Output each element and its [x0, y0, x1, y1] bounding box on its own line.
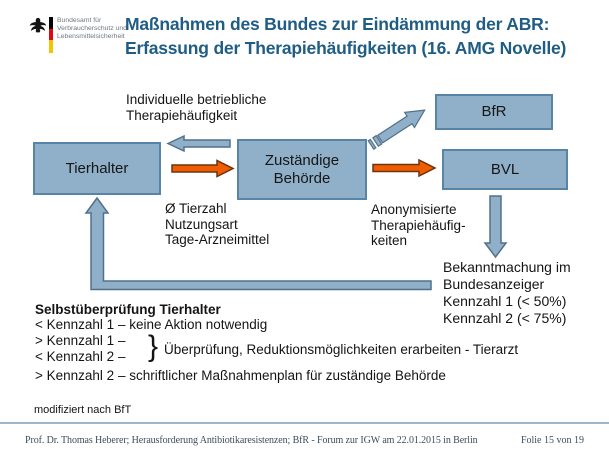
- selfcheck-line1: < Kennzahl 1 – keine Aktion notwendig: [35, 317, 268, 332]
- slide-title: Maßnahmen des Bundes zur Eindämmung der …: [125, 12, 566, 60]
- label-line: Kennzahl 2 (< 75%): [443, 310, 567, 326]
- arrow-bvl-to-bekanntmachung-icon: [483, 195, 508, 259]
- agency-name-line: Verbraucherschutz und: [57, 25, 127, 33]
- selfcheck-line4: > Kennzahl 2 – schriftlicher Maßnahmenpl…: [35, 367, 446, 383]
- slide-title-line1: Maßnahmen des Bundes zur Eindämmung der …: [125, 14, 550, 34]
- behoerde-label-line1: Zuständige: [264, 151, 340, 169]
- selfcheck-line3: < Kennzahl 2 –: [35, 348, 126, 364]
- box-bvl: BVL: [442, 149, 568, 190]
- box-zustaendige-behoerde-label: Zuständige Behörde: [265, 152, 339, 188]
- agency-name-line: Lebensmittelsicherheit: [57, 33, 125, 41]
- slide-number: Folie 15 von 19: [520, 435, 584, 446]
- label-individuelle-therapiehaeufigkeit: Individuelle betriebliche Therapiehäufig…: [126, 92, 266, 123]
- slide-title-line2: Erfassung der Therapiehäufigkeiten (16. …: [125, 38, 567, 58]
- label-line: Tage-Arzneimittel: [165, 232, 270, 247]
- selfcheck-heading: Selbstüberprüfung Tierhalter: [35, 302, 221, 317]
- box-tierhalter: Tierhalter: [33, 142, 161, 195]
- agency-name: Bundesamt für Verbraucherschutz und Lebe…: [57, 17, 127, 41]
- label-line: Therapiehäufigkeit: [126, 107, 238, 123]
- label-line: Bekanntmachung im: [443, 259, 571, 275]
- label-line: keiten: [371, 233, 408, 248]
- box-bvl-label: BVL: [490, 160, 520, 178]
- arrow-behoerde-to-tierhalter-icon: [166, 134, 231, 153]
- agency-name-line: Bundesamt für: [57, 17, 102, 24]
- label-line: Anonymisierte: [371, 202, 457, 217]
- label-line: Individuelle betriebliche: [126, 92, 267, 107]
- source-note: modifiziert nach BfT: [34, 404, 132, 416]
- label-bekanntmachung: Bekanntmachung im Bundesanzeiger Kennzah…: [443, 259, 571, 327]
- arrow-tierhalter-to-behoerde-icon: [171, 159, 235, 178]
- arrow-behoerde-to-bfr-icon: [367, 109, 426, 151]
- label-tierzahl-nutzungsart: Ø Tierzahl Nutzungsart Tage-Arzneimittel: [165, 201, 269, 248]
- box-zustaendige-behoerde: Zuständige Behörde: [237, 139, 367, 200]
- german-flag-stripe: [49, 17, 53, 53]
- label-line: Kennzahl 1 (< 50%): [443, 293, 567, 309]
- label-line: Ø Tierzahl: [165, 201, 227, 216]
- box-bfr: BfR: [435, 94, 553, 130]
- label-line: Nutzungsart: [165, 216, 238, 232]
- selfcheck-brace-note: Überprüfung, Reduktionsmöglichkeiten era…: [164, 342, 519, 357]
- footer-divider: [0, 422, 609, 424]
- selfcheck-brace: }: [148, 330, 159, 363]
- label-line: Bundesanzeiger: [443, 276, 545, 292]
- behoerde-label-line2: Behörde: [273, 169, 331, 187]
- label-line: Therapiehäufig-: [371, 217, 466, 233]
- federal-eagle-icon: [29, 17, 47, 33]
- arrow-behoerde-to-bvl-icon: [372, 158, 437, 178]
- box-tierhalter-label: Tierhalter: [65, 159, 129, 177]
- footer-credit: Prof. Dr. Thomas Heberer; Herausforderun…: [25, 435, 478, 446]
- box-bfr-label: BfR: [481, 103, 507, 120]
- selfcheck-line2: > Kennzahl 1 –: [35, 332, 126, 348]
- label-anonymisierte-therapiehaeufigkeiten: Anonymisierte Therapiehäufig- keiten: [371, 202, 466, 249]
